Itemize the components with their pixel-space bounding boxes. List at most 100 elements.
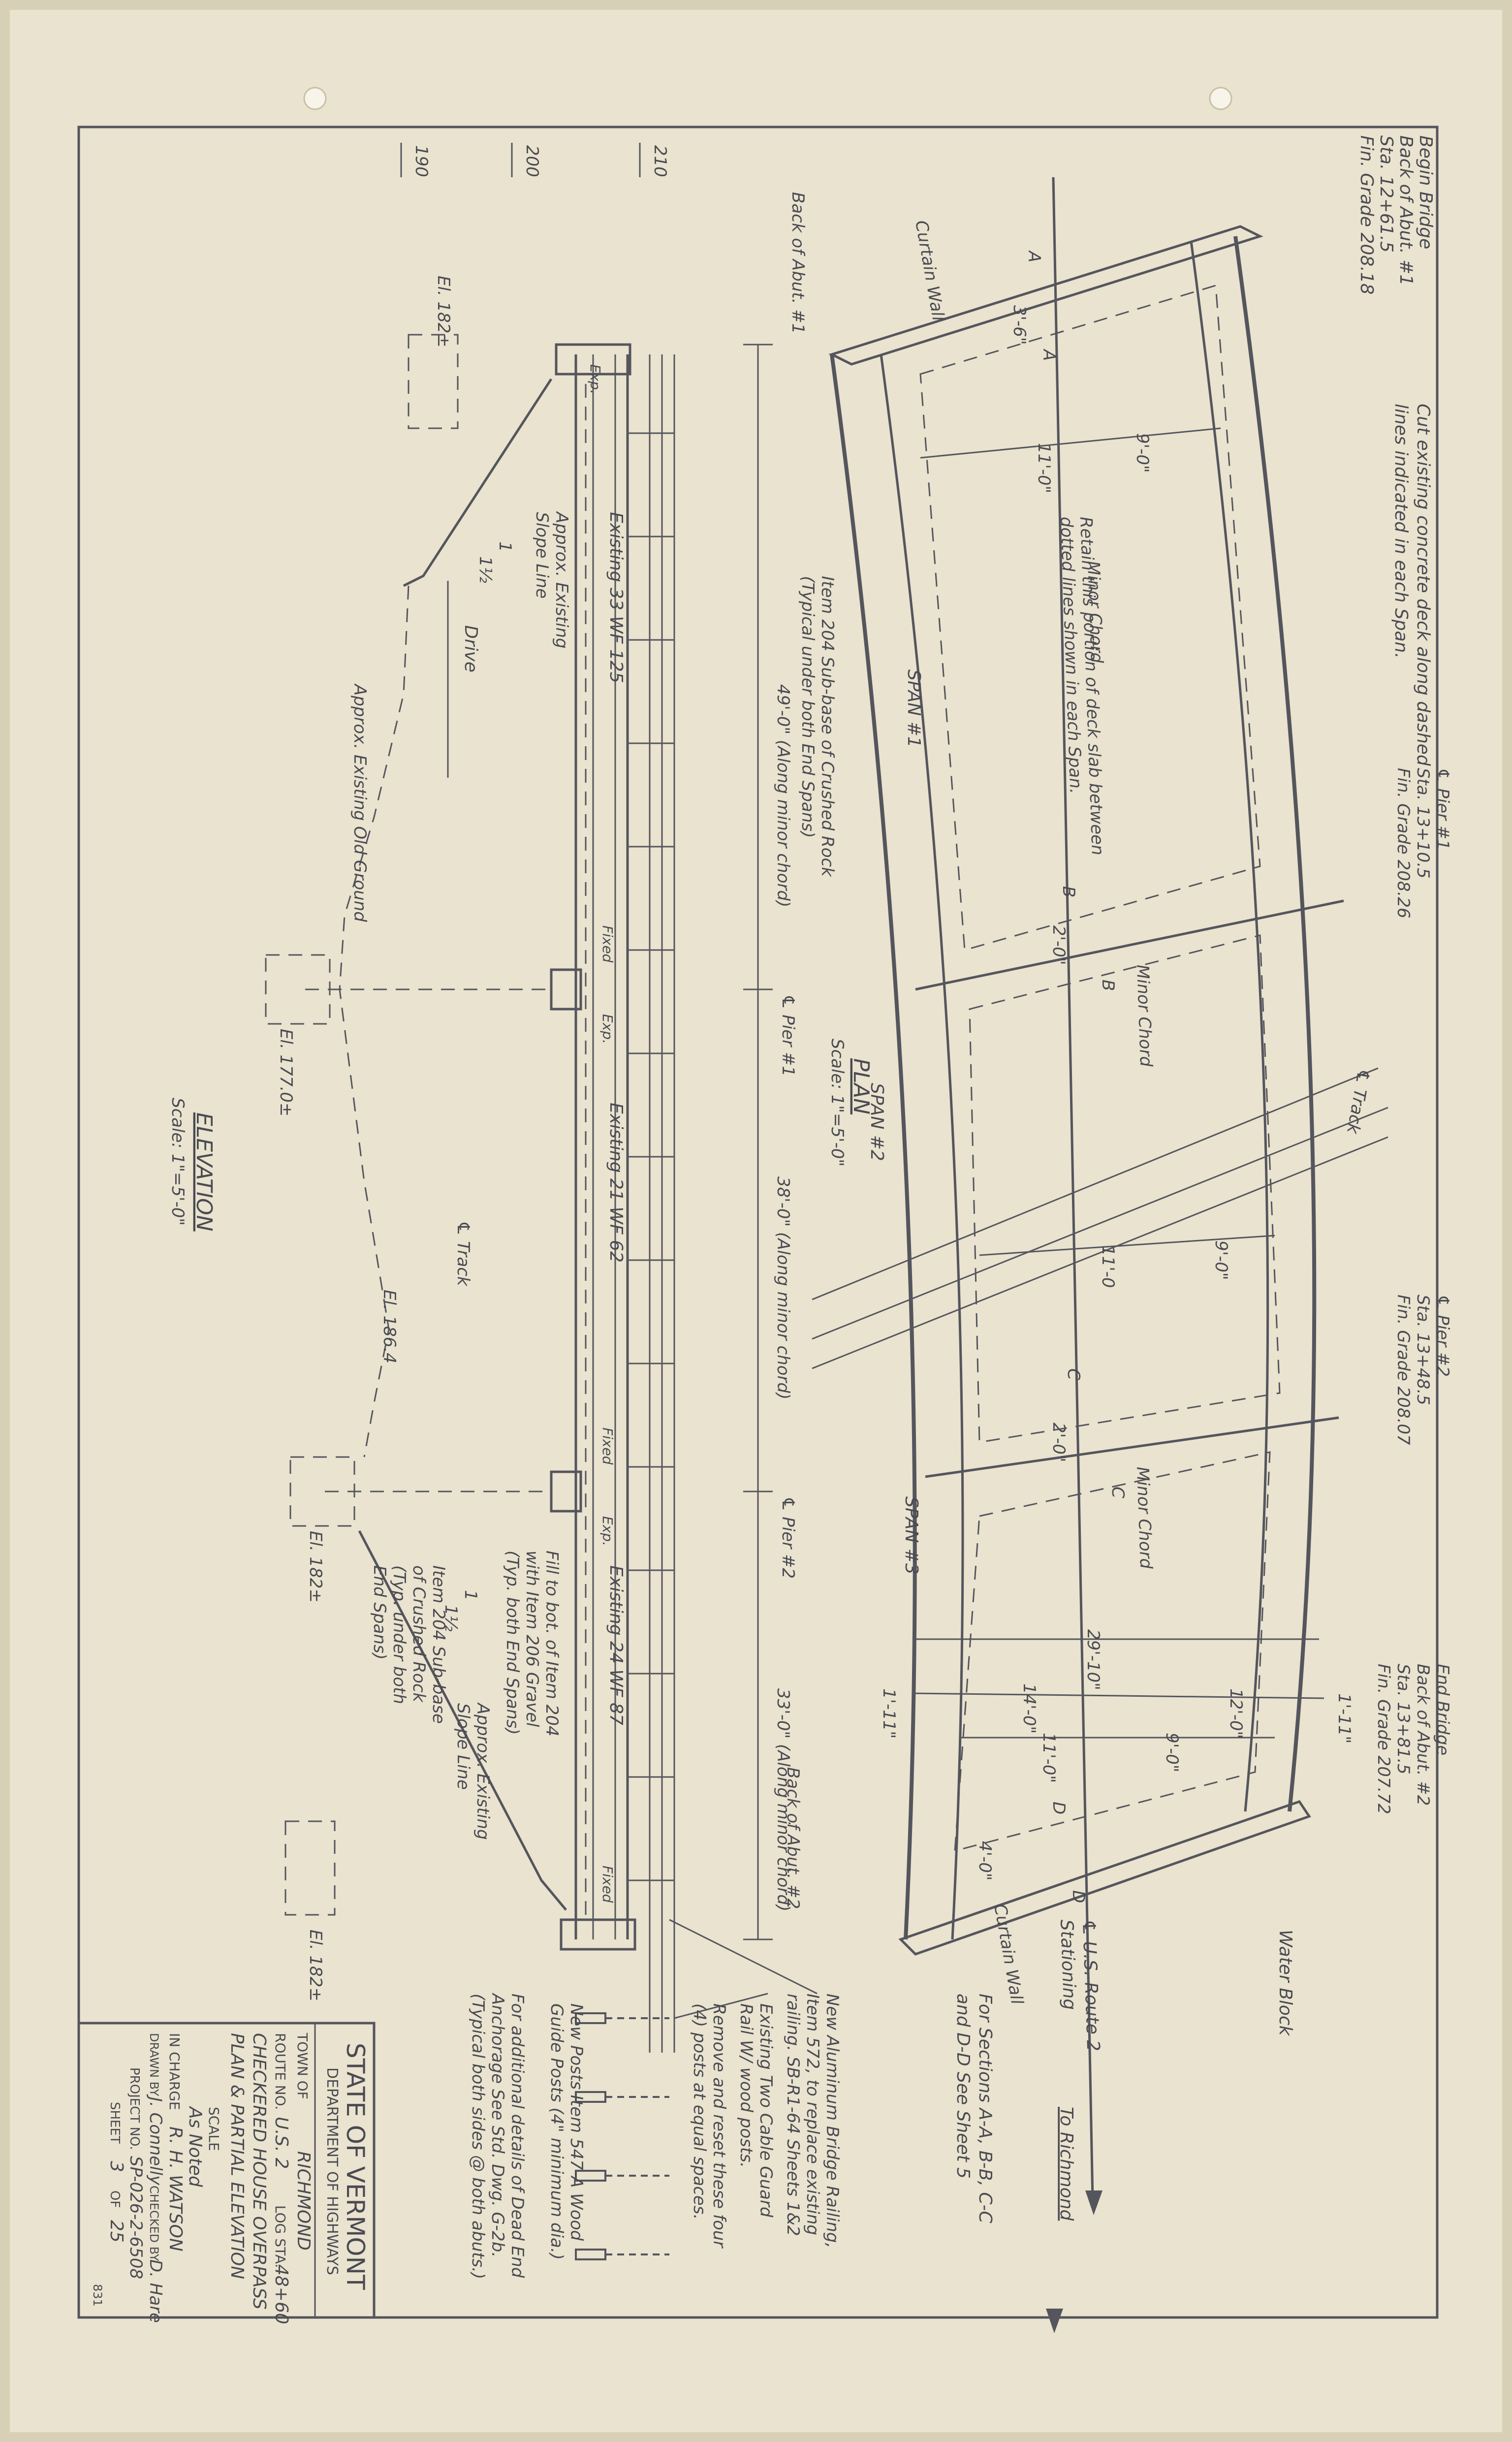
dim-11-span2: 11'-0 [1098, 1245, 1118, 1288]
fill-note-line-2: with Item 206 Gravel [522, 1551, 542, 1727]
fill-note-line-3: (Typ. both End Spans) [503, 1551, 522, 1735]
el-abut-2: El. 182± [306, 1930, 325, 2001]
grade-210: 210 [650, 145, 670, 177]
section-mark-a-2: A [1039, 349, 1059, 361]
log-sta-label: LOG STA. [272, 2205, 288, 2268]
cut-note: Cut existing concrete deck along dashed … [1391, 404, 1433, 766]
pier-1-note-line-3: Fin. Grade 208.26 [1393, 768, 1413, 919]
dim-line-span2 [979, 1235, 1275, 1256]
title-block-frame [77, 2022, 376, 2319]
cut-note-line-2: lines indicated in each Span. [1391, 404, 1411, 659]
cable-leader [674, 1993, 768, 2019]
of-label: OF [107, 2190, 122, 2208]
richmond-arrow-head [1046, 2309, 1063, 2333]
item204-span3-line-2: of Crushed Rock [409, 1565, 429, 1703]
rail-posts [628, 432, 674, 1881]
section-mark-b-1: B [1059, 886, 1078, 897]
dead-end-note-line-2: Anchorage See Std. Dwg. G-2b. [488, 1993, 507, 2257]
punch-hole-left [303, 87, 327, 110]
route-centerline [1052, 177, 1094, 2201]
railing-note-line-3: railing. SB-R1-64 Sheets 1&2 [783, 1994, 803, 2236]
dim-111-left: 1'-11" [879, 1688, 899, 1739]
deck-edge-top-inner [880, 354, 964, 1940]
scale-value: As Noted [185, 2106, 205, 2188]
item204-span3-line-4: End Spans) [370, 1565, 389, 1660]
sheet-label: SHEET [107, 2102, 122, 2144]
track-line-1 [812, 1067, 1379, 1300]
pier-1-note-line-1: ℄ Pier #1 [1433, 768, 1452, 850]
section-mark-c-2: C [1108, 1487, 1128, 1498]
pier-1-note-line-2: Sta. 13+10.5 [1413, 768, 1433, 879]
section-mark-d-1: D [1049, 1802, 1069, 1814]
end-bridge-note: End Bridge Back of Abut. #2 Sta. 13+81.5… [1374, 1664, 1452, 1814]
item204-span3-line-1: Item 204 Sub-base [429, 1565, 448, 1724]
dim-11-span1: 11'-0" [1034, 443, 1054, 493]
track-label-elev: ℄ Track [453, 1221, 473, 1287]
abutment-1-elev [555, 343, 631, 376]
dim-9-span2: 9'-0" [1211, 1240, 1231, 1280]
to-richmond-label: To Richmond [1056, 2107, 1076, 2221]
grade-190: 190 [411, 145, 431, 177]
cable-note-line-2: Rail W/ wood posts. [736, 2003, 756, 2168]
sheet-description: PLAN & PARTIAL ELEVATION [227, 2033, 247, 2279]
end-bridge-line-1: End Bridge [1433, 1664, 1452, 1755]
railing-note-line-1: New Aluminum Bridge Railing, [822, 1994, 842, 2248]
back-abut-1-label: Back of Abut. #1 [788, 192, 808, 334]
project-no-value: SP-026-2-6508 [126, 2156, 146, 2279]
route-label-line-2: Stationing [1056, 1919, 1079, 2010]
retain-outline-span3 [954, 1451, 1271, 1852]
fixed-label-abut-2: Fixed [599, 1866, 616, 1903]
title-block: STATE OF VERMONT DEPARTMENT OF HIGHWAYS … [77, 2022, 376, 2324]
section-mark-d-2: D [1069, 1890, 1088, 1903]
sheet-number: 3 [106, 2161, 126, 2172]
item204-span1-line-2: (Typical under both End Spans) [798, 576, 818, 838]
pier-2-note-line-3: Fin. Grade 208.07 [1393, 1295, 1413, 1445]
abutment-1-outline [828, 225, 1263, 366]
dim-14: 14'-0" [1019, 1683, 1039, 1734]
dim-20-pier2: 2'-0" [1049, 1423, 1069, 1462]
old-ground-label: Approx. Existing Old Ground [350, 683, 370, 922]
in-charge-value: R. H. WATSON [165, 2126, 186, 2252]
project-no-label: PROJECT NO. [127, 2067, 142, 2150]
slope-abut-1 [403, 378, 553, 587]
grade-200: 200 [522, 145, 542, 177]
track-line-2 [812, 1107, 1388, 1340]
el-pier-1: El. 177.0± [276, 1029, 296, 1116]
posts-note-line-2: Guide Posts (4" minimum dia.) [547, 2003, 567, 2260]
dead-end-note-line-1: For additional details of Dead End [507, 1994, 527, 2278]
dim-111-right: 1'-11" [1334, 1693, 1354, 1744]
section-mark-b-2: B [1098, 980, 1118, 991]
pier-2-label-elev: ℄ Pier #2 [778, 1496, 798, 1579]
span-3-label: SPAN #3 [901, 1496, 921, 1575]
elevation-title: ELEVATION [191, 1112, 217, 1232]
slope-1-line-1: Approx. Existing [552, 511, 571, 649]
item204-span3-line-3: (Typ. under both [389, 1565, 409, 1704]
approach-posts [575, 2012, 669, 2260]
town-label: TOWN OF [294, 2032, 311, 2099]
dim-40: 4'-0" [975, 1841, 995, 1881]
begin-bridge-line-4: Fin. Grade 208.18 [1356, 135, 1377, 295]
remove-note-line-1: Remove and reset these four [709, 2003, 729, 2249]
sheet-border [77, 126, 1439, 2319]
existing-girder-2: Existing 21 WF 62 [606, 1103, 626, 1263]
water-block-label: Water Block [1275, 1930, 1295, 2037]
punch-hole-right [1209, 87, 1232, 110]
span-1-label: SPAN #1 [904, 669, 924, 748]
retain-outline-span1 [919, 285, 1261, 951]
sections-note-line-2: and D-D See Sheet 5 [953, 1994, 973, 2179]
drawing-stamp: 831 [91, 2284, 104, 2307]
end-bridge-line-4: Fin. Grade 207.72 [1374, 1664, 1393, 1814]
checked-by-label: CHECKED BY [147, 2186, 161, 2261]
section-mark-c-1: C [1064, 1368, 1083, 1380]
pier-1-plan-line [915, 899, 1344, 991]
begin-bridge-line-1: Begin Bridge [1416, 135, 1436, 249]
elevation-view: 210 200 190 Back of Abut. #1 Back of Abu… [168, 143, 837, 2260]
in-charge-label: IN CHARGE [166, 2033, 183, 2110]
deck-edge-bottom [1233, 236, 1317, 1812]
end-bridge-line-2: Back of Abut. #2 [1413, 1664, 1433, 1806]
dim-20-pier1: 2'-0" [1049, 925, 1069, 965]
item204-span1-line-1: Item 204 Sub-base of Crushed Rock [818, 576, 837, 877]
drawn-by-value: J. Connelly [146, 2094, 165, 2186]
elevation-scale: Scale: 1"=5'-0" [168, 1098, 188, 1226]
